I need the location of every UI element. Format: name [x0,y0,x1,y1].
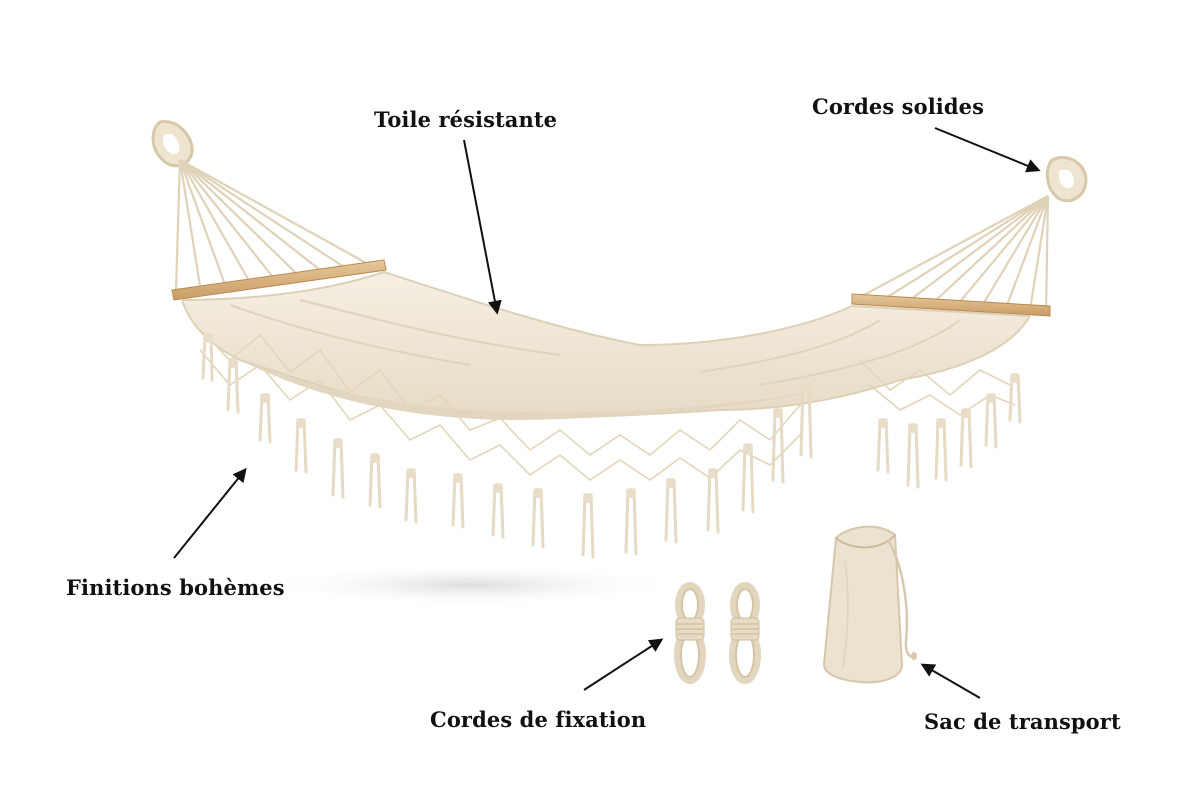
arrow-icon [173,127,1041,699]
arrow-toile [463,139,502,315]
arrow-sac [920,663,981,699]
hammock-icon [151,120,1088,559]
callout-cordes-de-fixation: Cordes de fixation [430,707,647,732]
rope-bundle-icon [674,582,761,684]
callout-finitions-bohemes: Finitions bohèmes [66,575,285,600]
callout-cordes-solides: Cordes solides [812,94,985,119]
arrow-finitions [173,467,247,559]
arrow-cordes-solides [934,127,1041,173]
arrow-cordes-fixation [583,638,664,691]
carry-bag-icon [822,525,917,684]
callout-sac-de-transport: Sac de transport [924,709,1121,734]
callout-toile-resistante: Toile résistante [374,107,558,132]
hammock-shadow [260,563,680,607]
